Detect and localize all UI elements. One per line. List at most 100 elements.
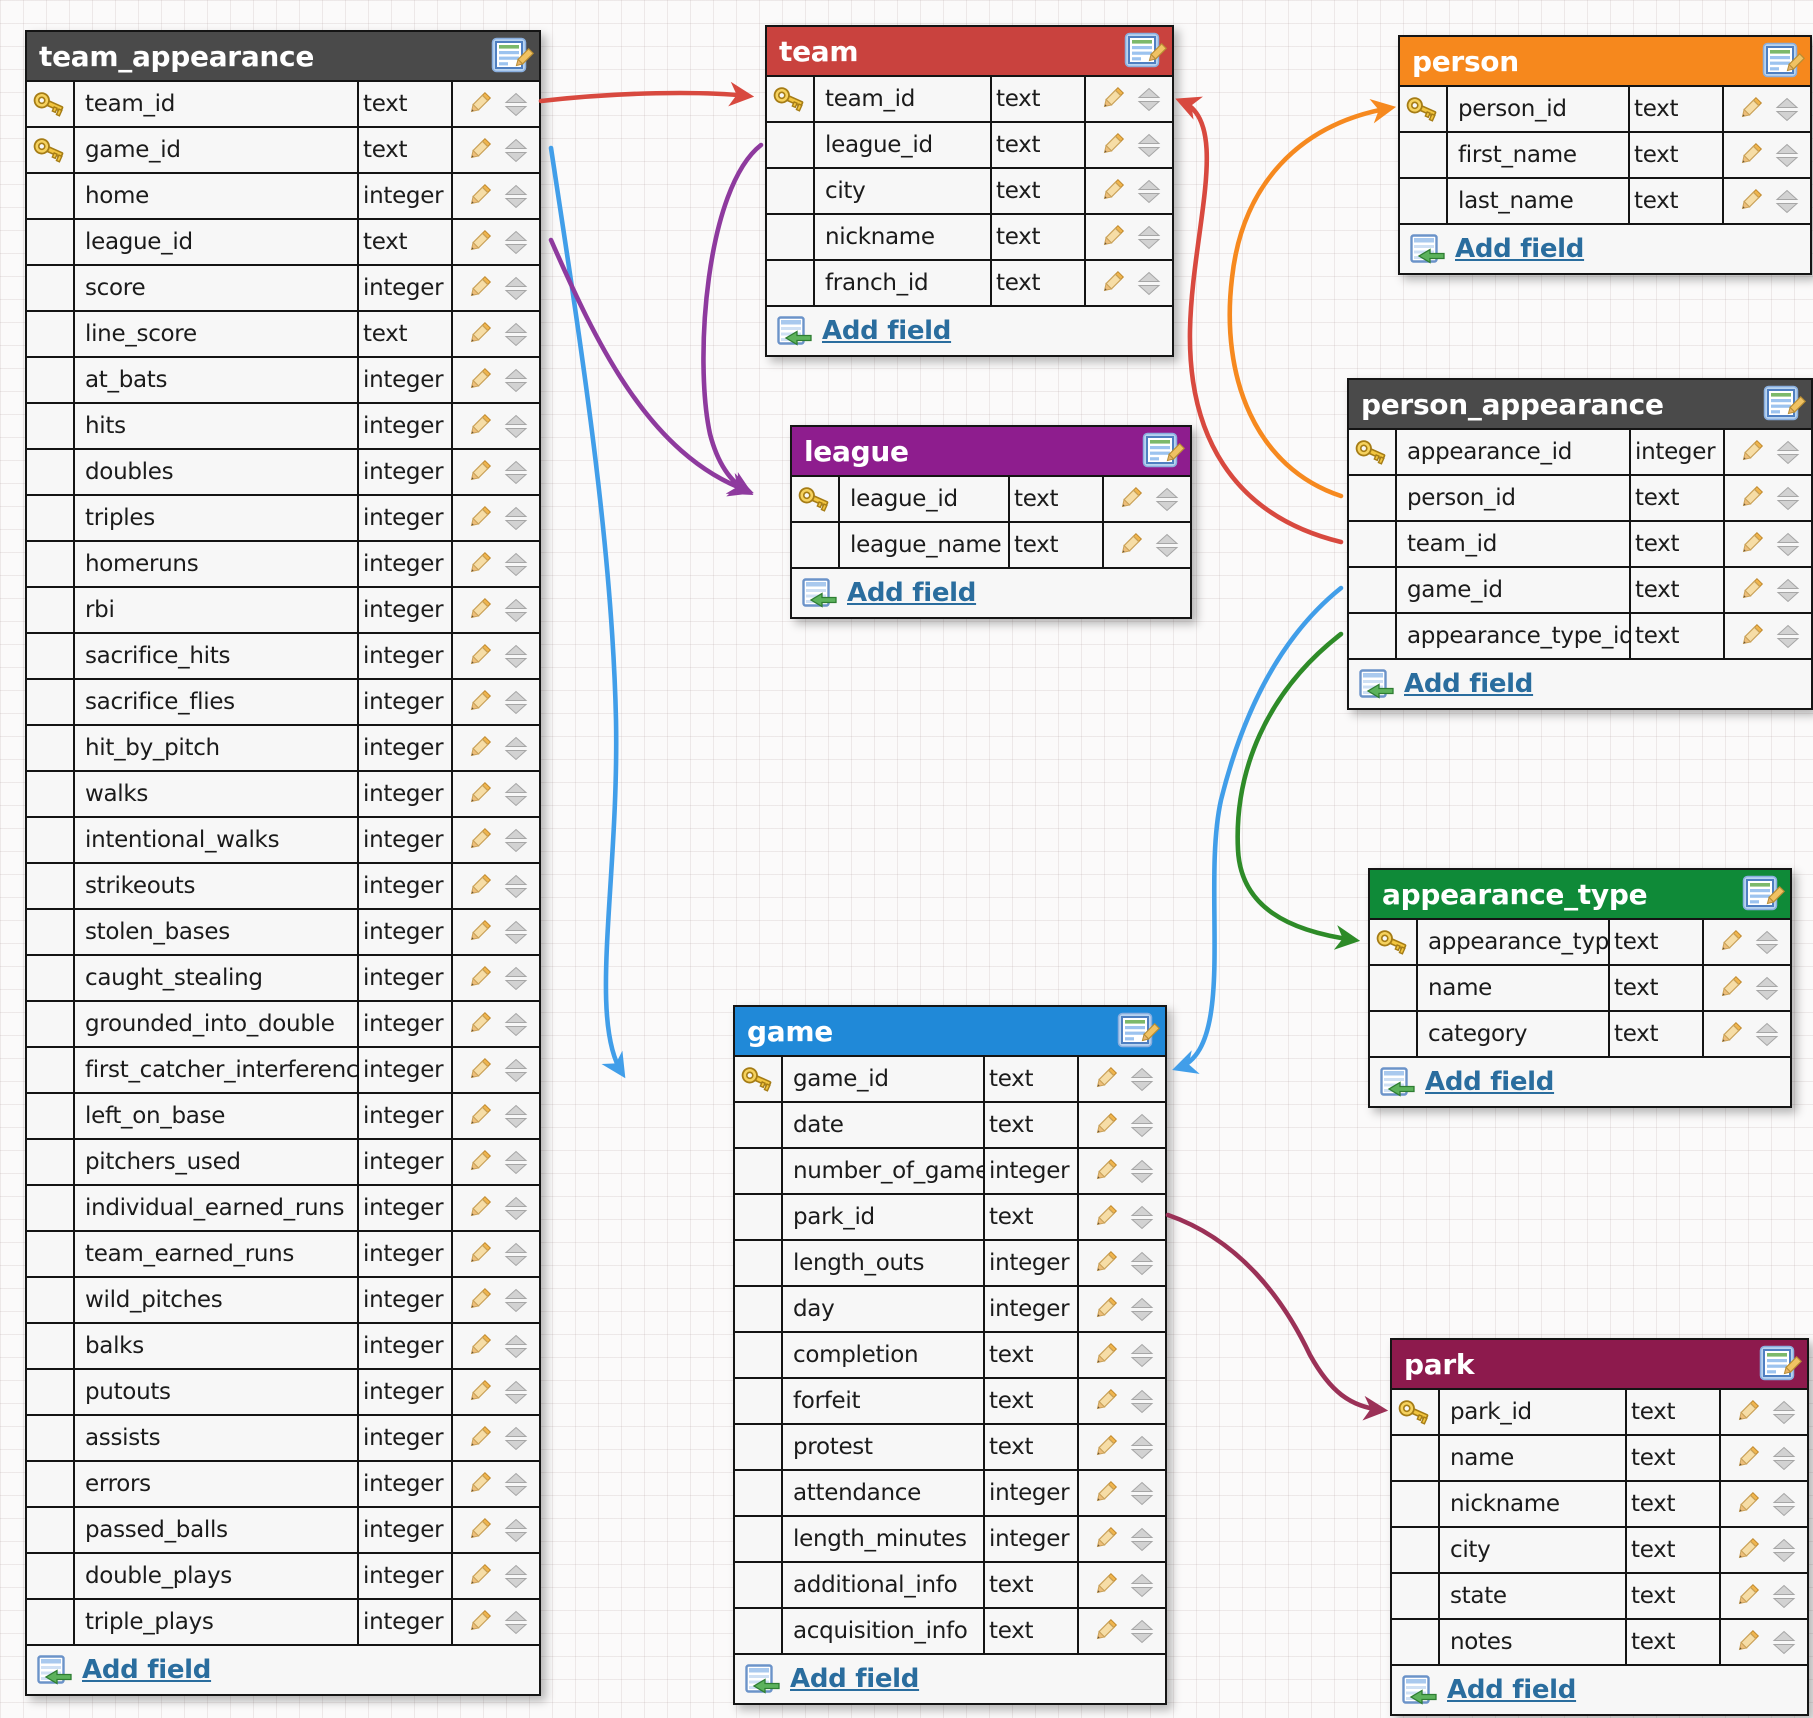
up-down-arrows-icon[interactable] <box>1130 1526 1154 1553</box>
add-field-button[interactable]: Add field <box>735 1653 1165 1703</box>
up-down-arrows-icon[interactable] <box>1772 1583 1796 1610</box>
pencil-icon[interactable] <box>464 1239 494 1269</box>
add-field-button[interactable]: Add field <box>1400 223 1810 273</box>
up-down-arrows-icon[interactable] <box>1755 975 1779 1002</box>
pencil-icon[interactable] <box>1090 1156 1120 1186</box>
pencil-icon[interactable] <box>1090 1248 1120 1278</box>
up-down-arrows-icon[interactable] <box>504 551 528 578</box>
pencil-icon[interactable] <box>464 1515 494 1545</box>
pencil-icon[interactable] <box>1115 484 1145 514</box>
up-down-arrows-icon[interactable] <box>1130 1250 1154 1277</box>
pencil-icon[interactable] <box>1115 530 1145 560</box>
table-edit-icon[interactable] <box>1742 875 1786 912</box>
pencil-icon[interactable] <box>1715 973 1745 1003</box>
pencil-icon[interactable] <box>1090 1432 1120 1462</box>
pencil-icon[interactable] <box>1090 1340 1120 1370</box>
pencil-icon[interactable] <box>1097 84 1127 114</box>
up-down-arrows-icon[interactable] <box>1776 485 1800 512</box>
up-down-arrows-icon[interactable] <box>1776 577 1800 604</box>
up-down-arrows-icon[interactable] <box>1755 929 1779 956</box>
pencil-icon[interactable] <box>1732 1489 1762 1519</box>
pencil-icon[interactable] <box>1090 1478 1120 1508</box>
pencil-icon[interactable] <box>464 733 494 763</box>
up-down-arrows-icon[interactable] <box>1772 1399 1796 1426</box>
up-down-arrows-icon[interactable] <box>504 781 528 808</box>
table-edit-icon[interactable] <box>1759 1345 1803 1382</box>
add-field-label[interactable]: Add field <box>847 578 977 608</box>
up-down-arrows-icon[interactable] <box>1137 132 1161 159</box>
up-down-arrows-icon[interactable] <box>504 689 528 716</box>
add-field-label[interactable]: Add field <box>790 1664 920 1694</box>
pencil-icon[interactable] <box>1090 1570 1120 1600</box>
pencil-icon[interactable] <box>464 181 494 211</box>
table-header[interactable]: person <box>1400 37 1810 85</box>
pencil-icon[interactable] <box>464 365 494 395</box>
add-field-button[interactable]: Add field <box>1370 1056 1790 1106</box>
pencil-icon[interactable] <box>1732 1397 1762 1427</box>
pencil-icon[interactable] <box>464 503 494 533</box>
up-down-arrows-icon[interactable] <box>1775 96 1799 123</box>
pencil-icon[interactable] <box>464 1285 494 1315</box>
table-header[interactable]: appearance_type <box>1370 870 1790 918</box>
add-field-button[interactable]: Add field <box>767 305 1172 355</box>
pencil-icon[interactable] <box>1732 1535 1762 1565</box>
pencil-icon[interactable] <box>1090 1294 1120 1324</box>
up-down-arrows-icon[interactable] <box>1130 1618 1154 1645</box>
add-field-label[interactable]: Add field <box>1425 1067 1555 1097</box>
up-down-arrows-icon[interactable] <box>504 275 528 302</box>
pencil-icon[interactable] <box>1097 176 1127 206</box>
up-down-arrows-icon[interactable] <box>1137 224 1161 251</box>
add-field-label[interactable]: Add field <box>1455 234 1585 264</box>
up-down-arrows-icon[interactable] <box>504 413 528 440</box>
up-down-arrows-icon[interactable] <box>504 643 528 670</box>
up-down-arrows-icon[interactable] <box>1130 1572 1154 1599</box>
up-down-arrows-icon[interactable] <box>504 1379 528 1406</box>
table-edit-icon[interactable] <box>1763 385 1807 422</box>
table-header[interactable]: game <box>735 1007 1165 1055</box>
pencil-icon[interactable] <box>464 227 494 257</box>
pencil-icon[interactable] <box>1736 575 1766 605</box>
pencil-icon[interactable] <box>1715 927 1745 957</box>
up-down-arrows-icon[interactable] <box>1137 270 1161 297</box>
up-down-arrows-icon[interactable] <box>504 367 528 394</box>
up-down-arrows-icon[interactable] <box>504 1287 528 1314</box>
pencil-icon[interactable] <box>464 917 494 947</box>
up-down-arrows-icon[interactable] <box>1137 86 1161 113</box>
pencil-icon[interactable] <box>1732 1627 1762 1657</box>
pencil-icon[interactable] <box>1097 222 1127 252</box>
up-down-arrows-icon[interactable] <box>1772 1629 1796 1656</box>
table-header[interactable]: team <box>767 27 1172 75</box>
pencil-icon[interactable] <box>464 779 494 809</box>
up-down-arrows-icon[interactable] <box>504 873 528 900</box>
up-down-arrows-icon[interactable] <box>1772 1491 1796 1518</box>
up-down-arrows-icon[interactable] <box>504 321 528 348</box>
pencil-icon[interactable] <box>464 1055 494 1085</box>
pencil-icon[interactable] <box>1732 1581 1762 1611</box>
pencil-icon[interactable] <box>464 687 494 717</box>
up-down-arrows-icon[interactable] <box>1130 1342 1154 1369</box>
pencil-icon[interactable] <box>464 1607 494 1637</box>
up-down-arrows-icon[interactable] <box>504 597 528 624</box>
up-down-arrows-icon[interactable] <box>504 1471 528 1498</box>
pencil-icon[interactable] <box>1090 1064 1120 1094</box>
table-header[interactable]: league <box>792 427 1190 475</box>
up-down-arrows-icon[interactable] <box>1775 188 1799 215</box>
pencil-icon[interactable] <box>1736 437 1766 467</box>
up-down-arrows-icon[interactable] <box>504 183 528 210</box>
add-field-button[interactable]: Add field <box>27 1644 539 1694</box>
pencil-icon[interactable] <box>464 595 494 625</box>
pencil-icon[interactable] <box>1736 621 1766 651</box>
up-down-arrows-icon[interactable] <box>504 459 528 486</box>
pencil-icon[interactable] <box>464 825 494 855</box>
up-down-arrows-icon[interactable] <box>504 1241 528 1268</box>
up-down-arrows-icon[interactable] <box>1130 1434 1154 1461</box>
pencil-icon[interactable] <box>464 1331 494 1361</box>
table-header[interactable]: park <box>1392 1340 1807 1388</box>
up-down-arrows-icon[interactable] <box>1137 178 1161 205</box>
pencil-icon[interactable] <box>464 1193 494 1223</box>
up-down-arrows-icon[interactable] <box>504 827 528 854</box>
up-down-arrows-icon[interactable] <box>1130 1480 1154 1507</box>
pencil-icon[interactable] <box>1735 186 1765 216</box>
add-field-button[interactable]: Add field <box>792 567 1190 617</box>
up-down-arrows-icon[interactable] <box>1155 486 1179 513</box>
